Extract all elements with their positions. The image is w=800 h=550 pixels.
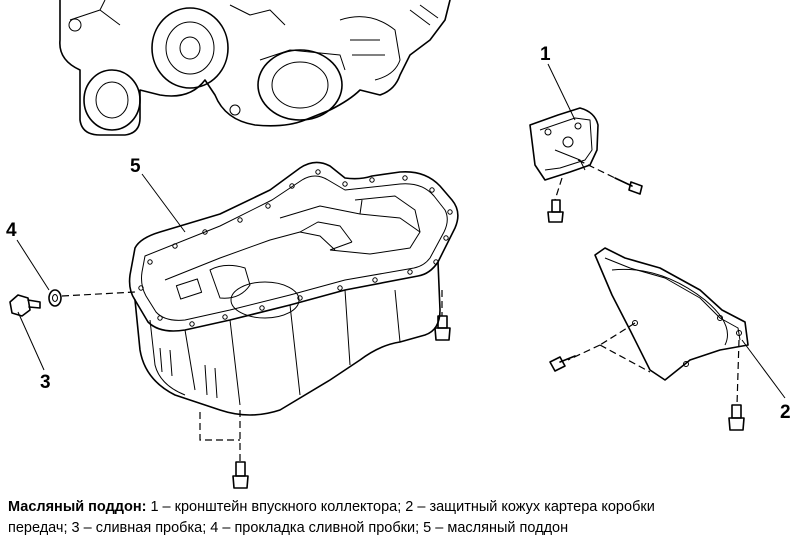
drain-plug-and-gasket-drawing [9, 289, 451, 489]
transmission-cover-drawing [549, 247, 749, 431]
oil-pan-exploded-diagram: 1 2 3 4 5 [6, 0, 791, 489]
caption-text-1: 1 – кронштейн впускного коллектора; 2 – … [146, 499, 655, 515]
callout-4: 4 [6, 220, 17, 241]
caption-title: Масляный поддон: [8, 499, 147, 515]
caption-line-2: передач; 3 – сливная пробка; 4 – проклад… [8, 518, 794, 539]
caption-line-1: Масляный поддон: 1 – кронштейн впускного… [8, 497, 794, 518]
callout-1: 1 [540, 44, 551, 65]
engine-block-drawing [59, 0, 451, 136]
callout-3: 3 [40, 372, 51, 393]
callout-5: 5 [130, 156, 141, 177]
oil-pan-drawing [128, 161, 459, 416]
callout-leader-lines [16, 63, 786, 399]
intake-manifold-bracket-drawing [529, 107, 643, 223]
caption-text-2: передач; 3 – сливная пробка; 4 – проклад… [8, 520, 569, 536]
figure-caption: Масляный поддон: 1 – кронштейн впускного… [8, 497, 794, 539]
callout-2: 2 [780, 402, 791, 423]
